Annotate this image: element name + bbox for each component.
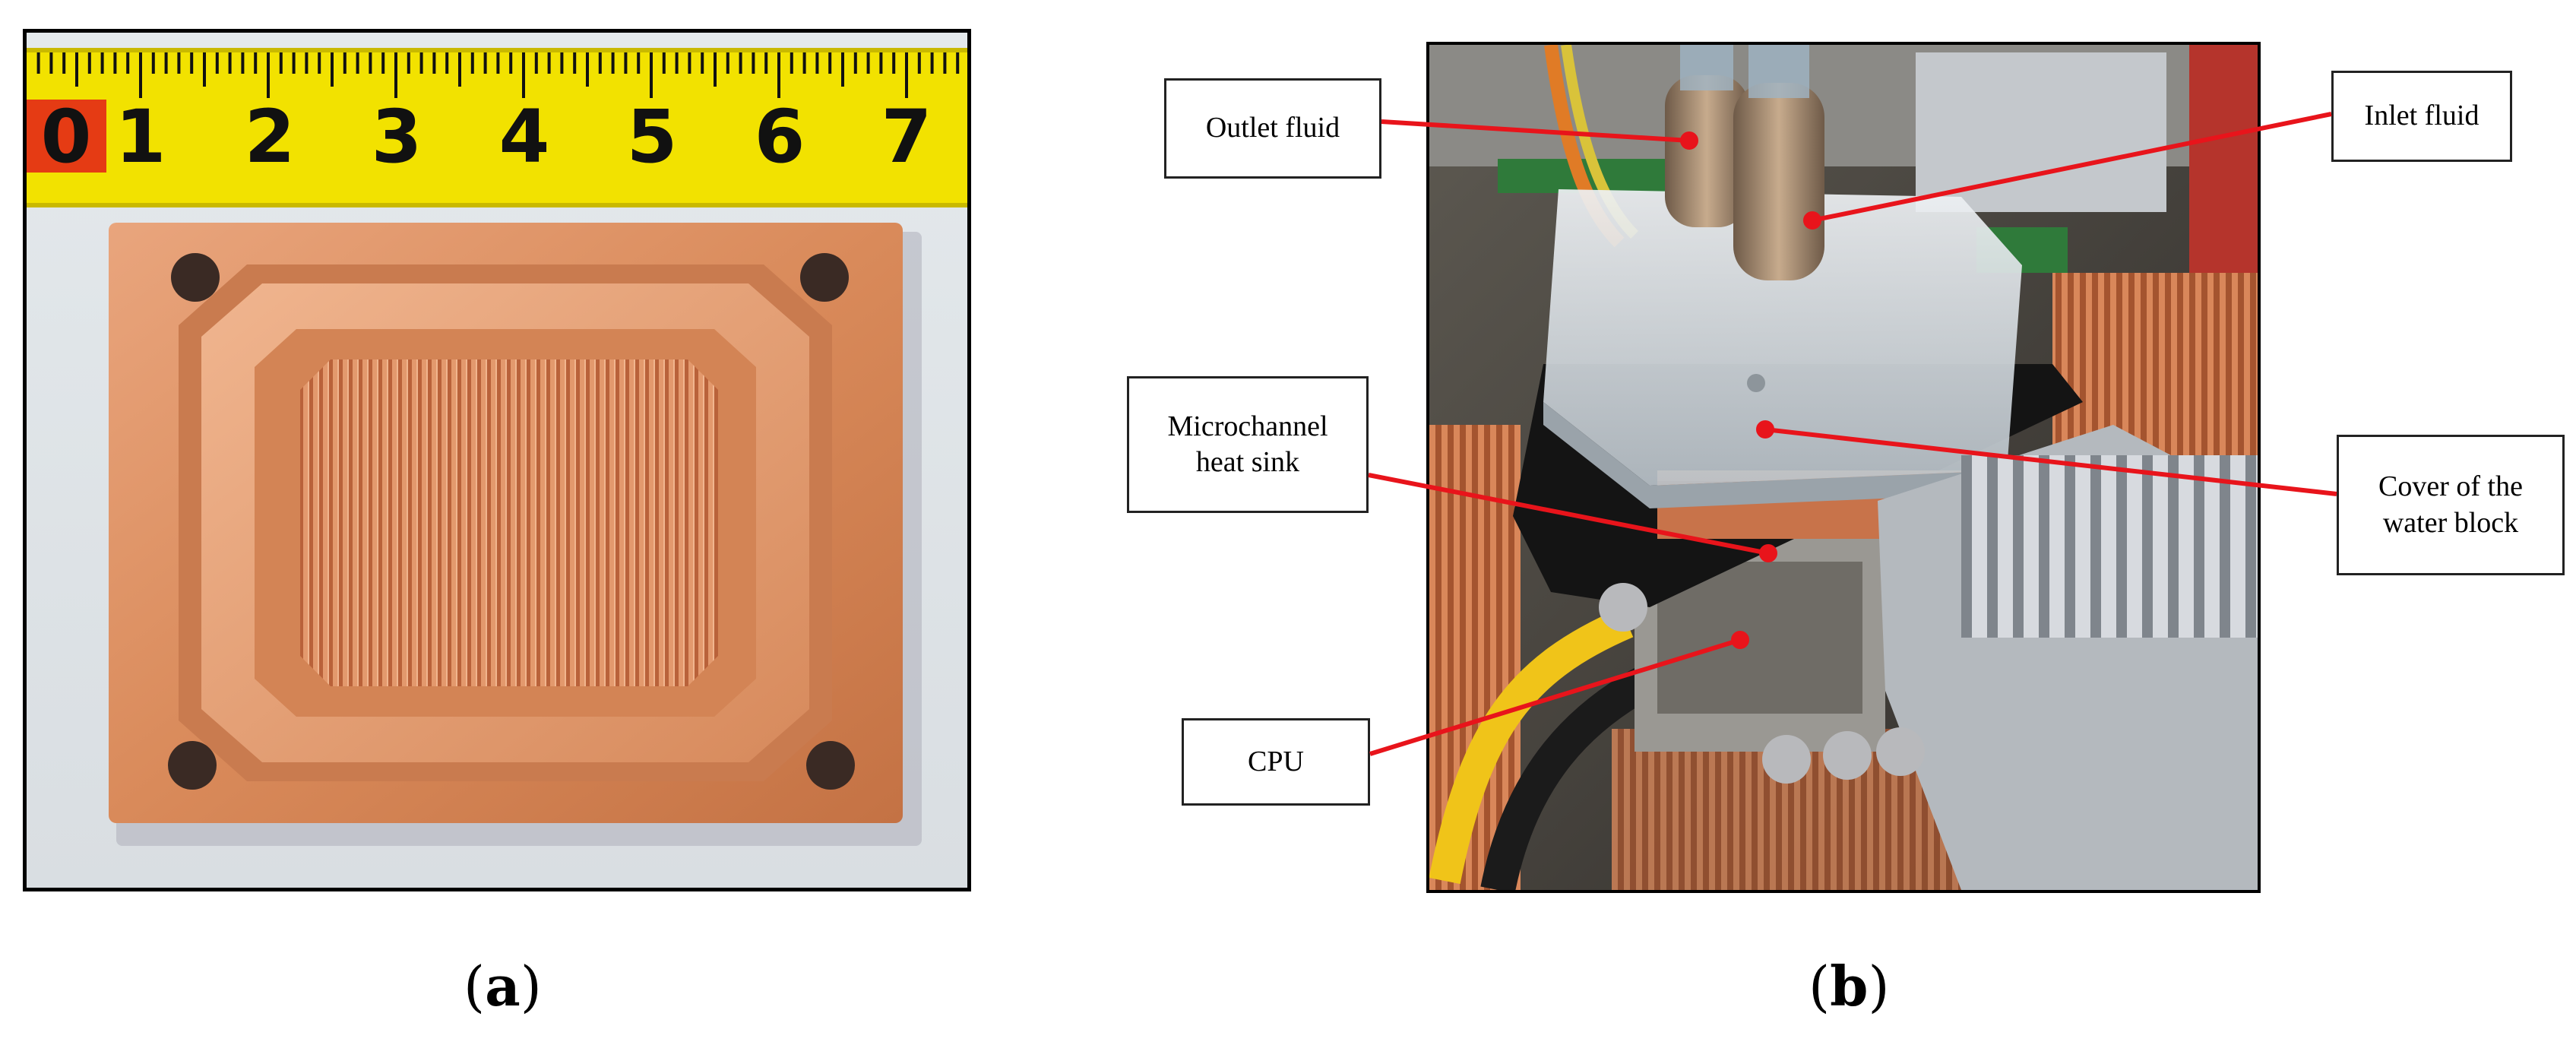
- ruler-number: 3: [372, 94, 422, 179]
- callout-cover-water-block: Cover of the water block: [2337, 435, 2565, 575]
- label-microchannel-line1: Microchannel: [1167, 410, 1328, 442]
- mounting-hole: [171, 253, 220, 302]
- callout-inlet-fluid: Inlet fluid: [2331, 71, 2512, 162]
- caption-b: (b): [1809, 954, 1890, 1018]
- callout-cpu: CPU: [1182, 718, 1370, 806]
- heat-sink-photo: 0 1 2 3 4 5 6 7: [27, 33, 967, 888]
- callout-microchannel-heat-sink: Microchannel heat sink: [1127, 376, 1369, 513]
- mounting-hole: [806, 741, 855, 790]
- label-inlet-fluid: Inlet fluid: [2364, 100, 2479, 132]
- panel-b-photo: [1426, 42, 2261, 893]
- ruler-number: 6: [755, 94, 805, 179]
- label-microchannel-line2: heat sink: [1195, 446, 1300, 478]
- hard-drive: [1916, 52, 2166, 212]
- ruler-number: 4: [499, 94, 550, 179]
- callout-outlet-fluid: Outlet fluid: [1164, 78, 1381, 179]
- ruler-number: 5: [627, 94, 678, 179]
- copper-plate: [109, 223, 922, 846]
- ruler-number: 2: [245, 94, 296, 179]
- fluid-fittings: [1665, 45, 1824, 280]
- label-outlet-fluid: Outlet fluid: [1205, 112, 1340, 144]
- measuring-tape: 0 1 2 3 4 5 6 7: [27, 48, 967, 207]
- capacitors: [1599, 583, 1925, 784]
- ruler-number: 7: [881, 94, 932, 179]
- microchannel-fins: [300, 359, 718, 686]
- caption-a: (a): [464, 954, 542, 1018]
- mounting-hole: [168, 741, 217, 790]
- panel-a-photo: 0 1 2 3 4 5 6 7: [23, 29, 971, 891]
- ruler-number: 0: [41, 94, 92, 179]
- label-cpu: CPU: [1248, 745, 1304, 777]
- caption-a-letter: a: [485, 954, 521, 1018]
- label-cover-line2: water block: [2382, 506, 2519, 539]
- ruler-number: 1: [116, 94, 166, 179]
- caption-b-letter: b: [1830, 954, 1869, 1018]
- water-block-photo: [1429, 45, 2258, 890]
- acrylic-cover: [1543, 189, 2022, 486]
- label-cover-line1: Cover of the: [2378, 470, 2523, 502]
- mounting-hole: [800, 253, 849, 302]
